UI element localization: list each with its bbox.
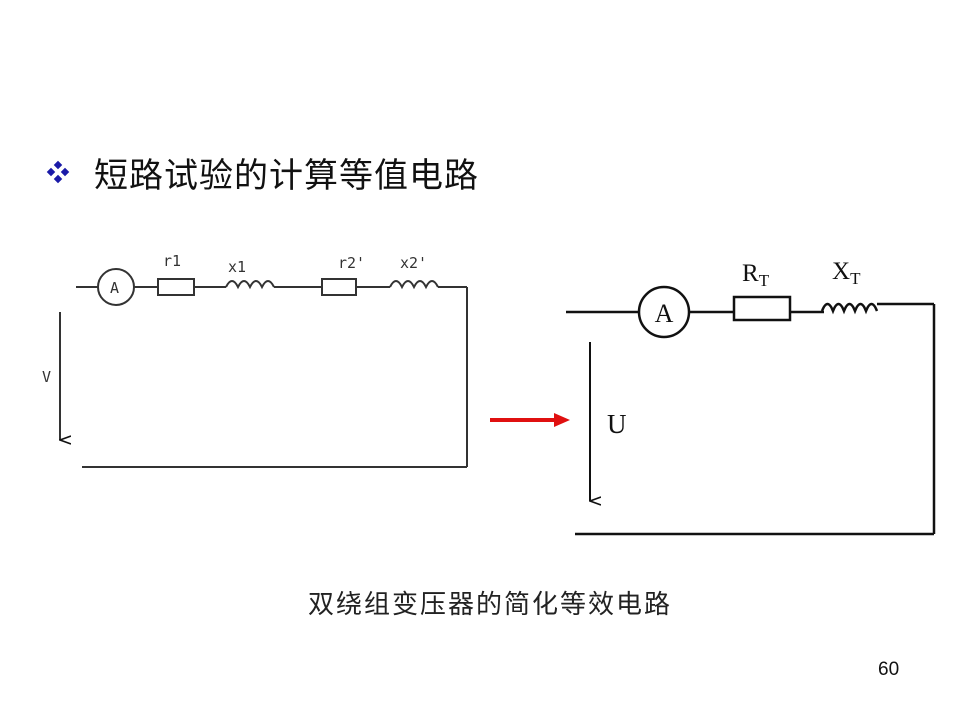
left-circuit xyxy=(59,268,468,468)
left-r1-label: r1 xyxy=(163,252,181,270)
left-voltage-label: V xyxy=(42,368,51,386)
left-r2-label: r2' xyxy=(338,254,365,272)
right-reactance-label: XT xyxy=(832,258,861,288)
left-ammeter-label: A xyxy=(110,279,119,297)
diagram-caption: 双绕组变压器的简化等效电路 xyxy=(307,590,672,620)
page-number: 60 xyxy=(878,659,900,680)
left-inductor-x2 xyxy=(389,280,439,290)
left-x1-label: x1 xyxy=(228,258,246,276)
left-resistor-r2 xyxy=(321,278,357,296)
right-inductor-xt xyxy=(820,302,879,315)
left-x2-label: x2' xyxy=(400,254,427,272)
conversion-arrow xyxy=(490,413,570,427)
right-voltage-label: U xyxy=(607,409,627,439)
diamond-bullet-icon xyxy=(46,160,70,184)
right-resistor-rt xyxy=(732,295,792,322)
slide-title: 短路试验的计算等值电路 xyxy=(94,156,479,196)
right-resistor-label: RT xyxy=(742,260,770,290)
left-inductor-x1 xyxy=(225,280,275,290)
right-circuit xyxy=(566,285,936,536)
left-resistor-r1 xyxy=(157,278,195,296)
right-ammeter-label: A xyxy=(655,299,674,328)
